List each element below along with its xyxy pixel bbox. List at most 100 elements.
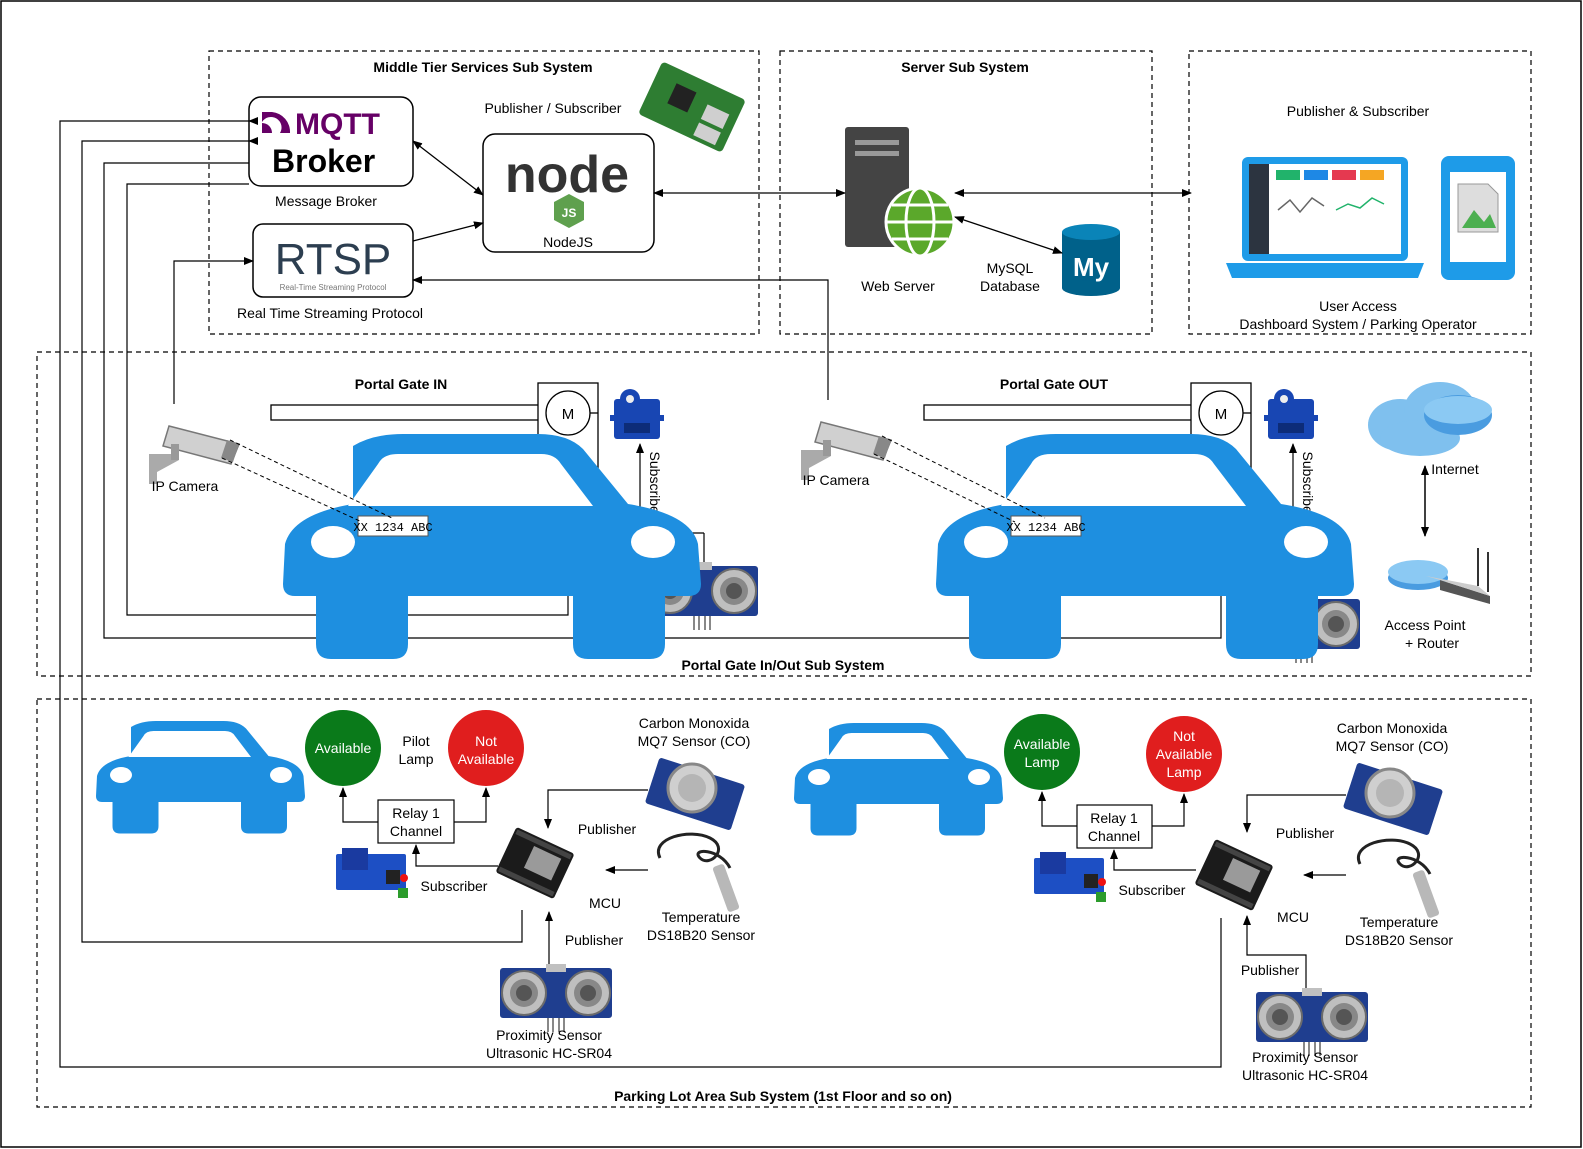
rtsp-caption: Real Time Streaming Protocol [237, 305, 423, 321]
gate-in-camera-icon [148, 425, 240, 485]
left-mcu-label: MCU [589, 895, 621, 911]
mqtt-broker-word: Broker [272, 143, 375, 179]
ap-label-line1: Access Point [1385, 617, 1466, 633]
left-not-available-lamp [448, 710, 524, 786]
right-not-available-line3: Lamp [1166, 764, 1201, 780]
left-ultrasonic-icon [499, 963, 613, 1033]
gate-in-car-icon [283, 434, 701, 659]
left-mcu-relay-link [412, 844, 498, 867]
pilot-lamp-line2: Lamp [398, 751, 433, 767]
gate-out-plate-text: XX 1234 ABC [1006, 521, 1085, 535]
server-title: Server Sub System [901, 59, 1029, 75]
left-temp-line1: Temperature [662, 909, 741, 925]
right-temperature-probe-icon [1356, 838, 1442, 921]
laptop-dashboard-icon [1226, 157, 1424, 278]
right-available-line1: Available [1014, 736, 1071, 752]
middle-tier-frame [208, 50, 760, 335]
left-relay-red-link [454, 787, 490, 823]
left-temperature-probe-icon [656, 832, 742, 915]
mqtt-logo-text: MQTT [295, 108, 380, 141]
right-mcu-icon [1194, 838, 1274, 912]
gate-in-barrier-arm [270, 404, 547, 421]
left-available-lamp [305, 710, 381, 786]
right-not-available-line1: Not [1173, 728, 1195, 744]
raspberry-pi-icon [639, 62, 745, 152]
right-not-available-line2: Available [1156, 746, 1213, 762]
mysql-logo-text: My [1073, 252, 1110, 282]
gate-in-camera-label: IP Camera [152, 478, 219, 494]
right-mq7-sensor-icon [1341, 760, 1445, 838]
access-point-router-icon [1388, 548, 1490, 604]
right-prox-line2: Ultrasonic HC-SR04 [1242, 1067, 1368, 1083]
nodejs-caption: NodeJS [543, 234, 593, 250]
mysql-label-line2: Database [980, 278, 1040, 294]
user-access-line2: Dashboard System / Parking Operator [1239, 316, 1477, 332]
web-server-label: Web Server [861, 278, 935, 294]
portal-gate-title: Portal Gate In/Out Sub System [681, 657, 884, 673]
left-relay-module-icon [336, 848, 408, 898]
mqtt-gate-out-link [103, 162, 1225, 639]
right-publisher-top-label: Publisher [1276, 825, 1335, 841]
left-not-available-line2: Available [458, 751, 515, 767]
web-server-icon [845, 127, 956, 258]
left-mq7-mcu-link [544, 789, 648, 829]
gate-out-motor-label: M [1215, 406, 1228, 423]
right-co-line1: Carbon Monoxida [1337, 720, 1448, 736]
right-available-line2: Lamp [1024, 754, 1059, 770]
left-not-available-line1: Not [475, 733, 497, 749]
gate-in-plate [357, 515, 429, 537]
left-relay-line1: Relay 1 [392, 805, 440, 821]
ap-label-line2: + Router [1405, 635, 1459, 651]
right-relay-line2: Channel [1088, 828, 1140, 844]
gate-out-camera-label: IP Camera [803, 472, 870, 488]
right-mcu-relay-link [1110, 849, 1196, 871]
middle-tier-title: Middle Tier Services Sub System [373, 59, 592, 75]
left-relay-green-link [339, 787, 378, 823]
parking-left-car-icon [96, 721, 305, 834]
nodejs-hex-icon [554, 194, 584, 228]
gate-in-plate-text: XX 1234 ABC [353, 521, 432, 535]
nodejs-logo-text: node [505, 146, 629, 204]
right-relay-green-link [1038, 791, 1077, 827]
right-temp-line1: Temperature [1360, 914, 1439, 930]
left-available-lamp-label: Available [315, 740, 372, 756]
rtsp-server: RTSP Real-Time Streaming Protocol [252, 223, 414, 298]
left-publisher-top-label: Publisher [578, 821, 637, 837]
mqtt-parking-left-link [81, 137, 523, 943]
left-subscriber-label: Subscriber [421, 878, 488, 894]
right-subscriber-label: Subscriber [1119, 882, 1186, 898]
gate-out-plate [1010, 515, 1082, 537]
left-prox-line1: Proximity Sensor [496, 1027, 602, 1043]
mqtt-wave-icon [262, 112, 291, 133]
mysql-database-icon: My [1062, 224, 1120, 296]
right-relay-module-icon [1034, 852, 1106, 902]
right-relay-red-link [1152, 793, 1188, 827]
right-prox-line1: Proximity Sensor [1252, 1049, 1358, 1065]
right-ultra-mcu-link [1243, 915, 1307, 990]
left-mq7-sensor-icon [643, 755, 747, 833]
internet-cloud-icon [1368, 382, 1492, 456]
gate-out-barrier-arm [923, 404, 1200, 421]
right-available-lamp [1004, 714, 1080, 790]
rtsp-nodejs-link [412, 221, 484, 242]
left-temp-line2: DS18B20 Sensor [647, 927, 756, 943]
pilot-lamp-line1: Pilot [402, 733, 429, 749]
parking-right-car-icon [794, 723, 1003, 836]
left-publisher-bottom-label: Publisher [565, 932, 624, 948]
right-ultrasonic-icon [1255, 987, 1369, 1057]
rtsp-logo-text: RTSP [275, 235, 392, 284]
mqtt-caption: Message Broker [275, 193, 377, 209]
left-prox-line2: Ultrasonic HC-SR04 [486, 1045, 612, 1061]
parking-lot-title: Parking Lot Area Sub System (1st Floor a… [614, 1088, 952, 1104]
gate-out-servo-icon [1264, 389, 1318, 439]
user-pubsub-label: Publisher & Subscriber [1287, 103, 1430, 119]
mysql-label-line1: MySQL [987, 260, 1034, 276]
webserver-mysql-link [954, 216, 1063, 254]
right-temp-line2: DS18B20 Sensor [1345, 932, 1454, 948]
nodejs-badge: JS [562, 206, 577, 220]
user-access-line1: User Access [1319, 298, 1397, 314]
parking-lot-frame [36, 698, 1532, 1108]
internet-label: Internet [1431, 461, 1479, 477]
